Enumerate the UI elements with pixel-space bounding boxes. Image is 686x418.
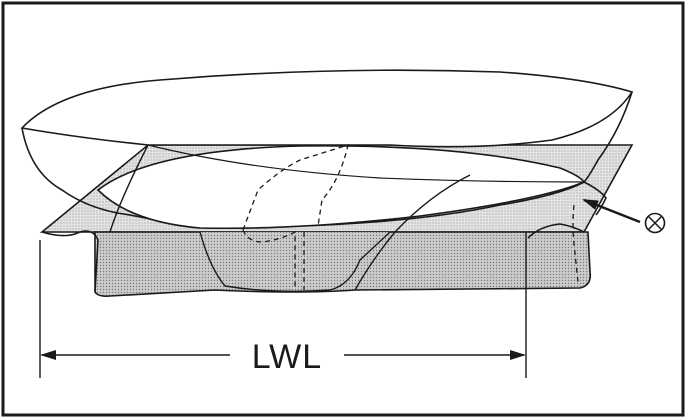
- bow-point-arrow: [582, 198, 641, 224]
- circled-cross-icon: [644, 212, 666, 234]
- keel-fin: [199, 231, 391, 293]
- hidden-bow-outline: [572, 204, 579, 283]
- hull-diagonal-line: [109, 144, 471, 291]
- stern-profile: [41, 230, 99, 293]
- hull-deck-outline: [20, 69, 634, 148]
- bow-overhang: [527, 223, 585, 239]
- lwl-label: LWL: [252, 338, 322, 376]
- hull-diagonal-line-upper: [147, 144, 585, 183]
- bow-stem-curve: [582, 91, 633, 216]
- hidden-keel-outline: [242, 144, 349, 290]
